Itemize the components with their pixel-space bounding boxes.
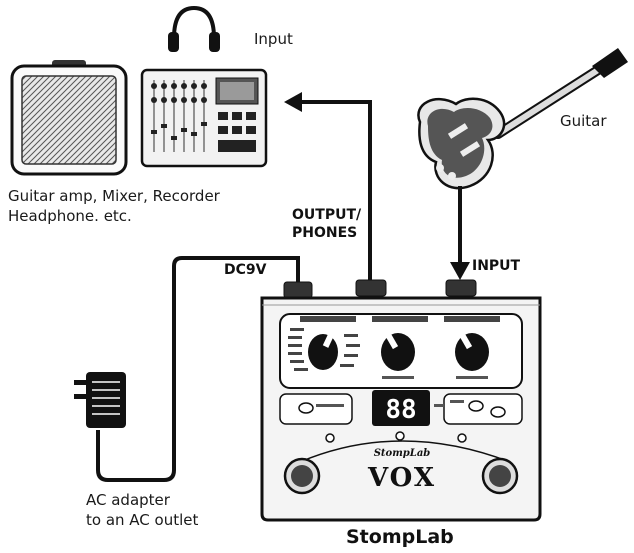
- input-jack-label: INPUT: [472, 258, 521, 274]
- ac-adapter-label: AC adapter to an AC outlet: [86, 490, 198, 530]
- input-top-label: Input: [254, 30, 293, 48]
- mixer-icon: [140, 68, 268, 168]
- dc-power-cable: [96, 256, 300, 482]
- devices-label-line2: Headphone. etc.: [8, 207, 132, 225]
- dc9v-label: DC9V: [224, 262, 267, 278]
- led-display: [372, 390, 430, 426]
- vox-logo: VOX: [367, 463, 436, 493]
- output-label-line2: PHONES: [292, 225, 358, 241]
- headphones-icon: [168, 5, 220, 52]
- volume-knob: [455, 333, 489, 379]
- guitar-amp-icon: [10, 60, 128, 176]
- stomplab-pedal: 88 StompLab VOX: [260, 279, 542, 522]
- guitar-icon: [417, 48, 628, 190]
- output-phones-label: OUTPUT/ PHONES: [292, 206, 361, 242]
- ac-adapter-line1: AC adapter: [86, 491, 170, 509]
- ac-adapter-icon: [74, 372, 126, 428]
- ac-adapter-line2: to an AC outlet: [86, 511, 199, 529]
- led-display-digits: 88: [385, 395, 416, 425]
- device-name-label: StompLab: [346, 526, 454, 548]
- output-cable: [284, 92, 372, 280]
- guitar-label: Guitar: [560, 112, 607, 130]
- left-footswitch: [283, 457, 321, 495]
- input-cable: [450, 186, 470, 280]
- devices-label-line1: Guitar amp, Mixer, Recorder: [8, 187, 220, 205]
- program-knob: [288, 328, 360, 371]
- stomplab-logo: StompLab: [374, 448, 431, 459]
- output-label-line1: OUTPUT/: [292, 207, 362, 223]
- right-footswitch: [481, 457, 519, 495]
- devices-label: Guitar amp, Mixer, Recorder Headphone. e…: [8, 186, 220, 226]
- gain-knob: [381, 333, 415, 379]
